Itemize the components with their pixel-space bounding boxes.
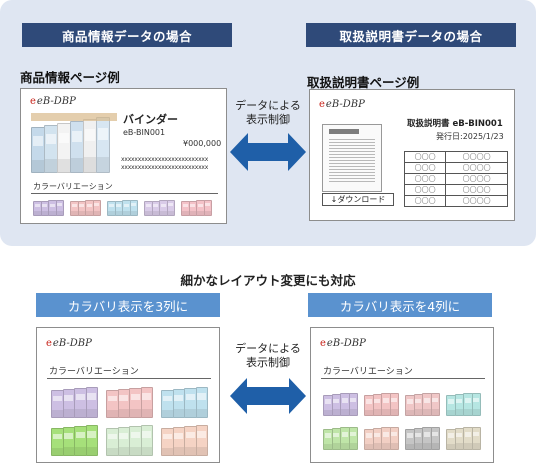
- manual-data-header: 取扱説明書データの場合: [306, 23, 516, 47]
- arrow-label-line-2: 表示制御: [246, 113, 290, 126]
- spec-table-key: 〇〇〇: [403, 184, 447, 196]
- logo-text: eB-DBP: [326, 338, 366, 349]
- color-variation-label-4col: カラーバリエーション: [323, 367, 413, 377]
- manual-title: 取扱説明書 eB-BIN001: [407, 119, 503, 129]
- logo-e-icon: e: [46, 338, 52, 349]
- three-column-card: e eB-DBP カラーバリエーション: [36, 327, 220, 463]
- spec-table-row: 〇〇〇〇〇〇〇: [403, 184, 508, 196]
- bottom-title: 細かなレイアウト変更にも対応: [180, 273, 356, 288]
- arrow-label-bottom-line-2: 表示制御: [246, 356, 290, 369]
- spec-table-value: 〇〇〇〇: [445, 151, 508, 163]
- color-swatch: [446, 426, 481, 450]
- color-swatch: [106, 386, 153, 418]
- four-column-header: カラバリ表示を4列に: [308, 293, 492, 317]
- color-swatch: [161, 386, 208, 418]
- color-swatch: [364, 426, 399, 450]
- brand-logo-3col: e eB-DBP: [46, 338, 92, 349]
- double-arrow-icon: [230, 133, 306, 171]
- spec-table-value: 〇〇〇〇: [445, 162, 508, 174]
- binder-product-image: [31, 113, 117, 175]
- color-swatch: [51, 386, 98, 418]
- spec-table-key: 〇〇〇: [403, 151, 447, 163]
- spec-table-key: 〇〇〇: [403, 195, 447, 207]
- three-column-swatch-grid: [51, 386, 211, 458]
- spec-table-key: 〇〇〇: [403, 162, 447, 174]
- color-swatch: [70, 199, 101, 216]
- manual-document-thumbnail: [322, 124, 382, 192]
- color-swatch: [107, 199, 138, 216]
- three-column-header: カラバリ表示を3列に: [36, 293, 220, 317]
- color-swatch: [33, 199, 64, 216]
- issue-date: 発行日:2025/1/23: [436, 132, 504, 141]
- product-data-header: 商品情報データの場合: [22, 23, 232, 47]
- arrow-label-line-1: データによる: [235, 99, 301, 112]
- manual-section-title: 取扱説明書ページ例: [307, 75, 420, 90]
- arrow-label-bottom-line-1: データによる: [235, 342, 301, 355]
- product-code: eB-BIN001: [123, 128, 166, 137]
- double-arrow-icon-bottom: [230, 378, 306, 414]
- color-swatch: [161, 424, 208, 456]
- logo-text: eB-DBP: [52, 338, 92, 349]
- color-swatch: [323, 426, 358, 450]
- manual-page-card: e eB-DBP 取扱説明書 eB-BIN001 発行日:2025/1/23 〇…: [309, 89, 515, 221]
- four-column-card: e eB-DBP カラーバリエーション: [310, 327, 494, 463]
- four-column-swatch-grid: [323, 392, 487, 456]
- color-variation-label-3col: カラーバリエーション: [49, 367, 139, 377]
- product-name: バインダー: [123, 113, 178, 126]
- color-swatch: [405, 426, 440, 450]
- brand-logo-manual: e eB-DBP: [319, 99, 365, 110]
- divider: [31, 193, 218, 194]
- divider: [47, 378, 211, 379]
- logo-e-icon: e: [319, 99, 325, 110]
- divider: [321, 378, 485, 379]
- color-swatch: [181, 199, 212, 216]
- spec-table-row: 〇〇〇〇〇〇〇: [403, 195, 508, 207]
- logo-e-icon: e: [30, 96, 36, 107]
- product-price: ¥000,000: [183, 139, 222, 148]
- brand-logo-4col: e eB-DBP: [320, 338, 366, 349]
- color-variation-label: カラーバリエーション: [33, 182, 113, 191]
- color-swatch: [51, 424, 98, 456]
- spec-table-key: 〇〇〇: [403, 173, 447, 185]
- spec-table-row: 〇〇〇〇〇〇〇: [403, 162, 508, 174]
- product-description-line-1: xxxxxxxxxxxxxxxxxxxxxxxxxx: [121, 156, 209, 163]
- color-swatch-row: [33, 199, 218, 217]
- brand-logo: e eB-DBP: [30, 96, 76, 107]
- spec-table-row: 〇〇〇〇〇〇〇: [403, 151, 508, 163]
- color-swatch: [106, 424, 153, 456]
- color-swatch: [446, 392, 481, 416]
- product-page-card: e eB-DBP バインダー eB-BIN001 ¥000,000 xxxxxx…: [20, 88, 227, 224]
- spec-table: 〇〇〇〇〇〇〇〇〇〇〇〇〇〇〇〇〇〇〇〇〇〇〇〇〇〇〇〇〇〇〇〇〇〇〇: [403, 151, 508, 207]
- logo-e-icon: e: [320, 338, 326, 349]
- color-swatch: [364, 392, 399, 416]
- spec-table-row: 〇〇〇〇〇〇〇: [403, 173, 508, 185]
- color-swatch: [144, 199, 175, 216]
- product-section-title: 商品情報ページ例: [20, 70, 120, 85]
- spec-table-value: 〇〇〇〇: [445, 195, 508, 207]
- product-description-line-2: xxxxxxxxxxxxxxxxxxxxxxxxxx: [121, 164, 209, 171]
- spec-table-value: 〇〇〇〇: [445, 173, 508, 185]
- logo-text: eB-DBP: [325, 99, 365, 110]
- spec-table-value: 〇〇〇〇: [445, 184, 508, 196]
- color-swatch: [405, 392, 440, 416]
- download-button[interactable]: ↓ダウンロード: [322, 193, 394, 206]
- logo-text: eB-DBP: [36, 96, 76, 107]
- color-swatch: [323, 392, 358, 416]
